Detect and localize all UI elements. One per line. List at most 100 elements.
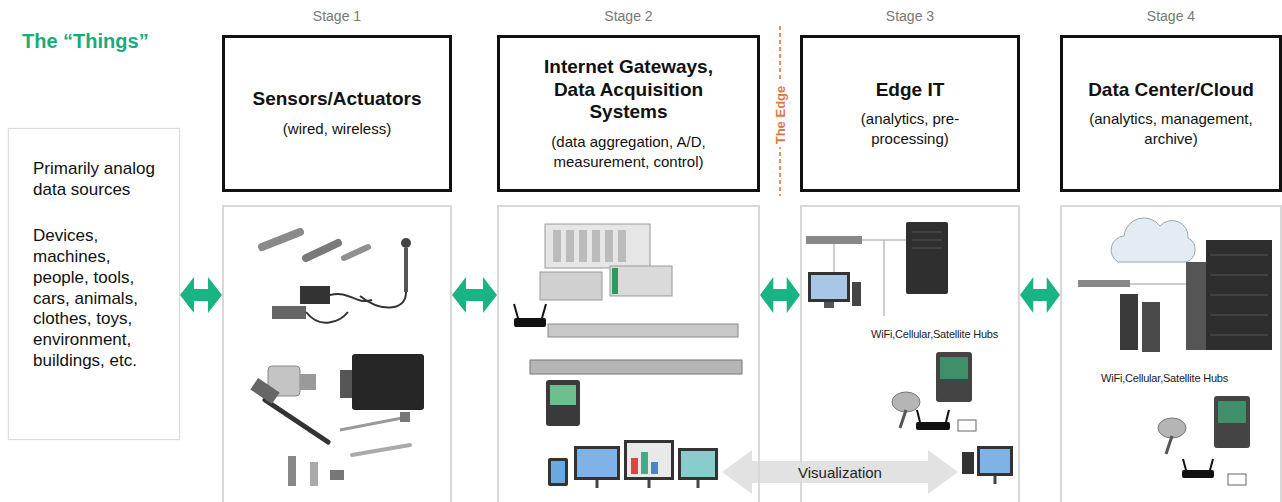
- daq-hardware-part: [550, 385, 576, 405]
- daq-hardware-part: [545, 224, 650, 268]
- edge-it-hardware-part: [892, 392, 920, 412]
- cloud-datacenter-part: [1218, 401, 1246, 423]
- edge-it-hardware: [806, 222, 976, 431]
- sensor-icons-part: [265, 400, 328, 442]
- box-content: Data Center/Cloud (analytics, management,…: [1063, 73, 1279, 155]
- edge-it-hardware-part: [940, 357, 968, 379]
- daq-hardware-part: [548, 324, 738, 337]
- edge-it-hardware-part: [824, 302, 834, 308]
- edge-it-hardware-part: [946, 410, 949, 422]
- body-text: Devices, machines, people, tools, cars, …: [33, 226, 167, 371]
- stage-box: Edge IT(analytics, pre-processing): [800, 35, 1020, 192]
- visualization-screens-part: [980, 449, 1010, 473]
- stage-box: Sensors/Actuators(wired, wireless): [222, 35, 452, 192]
- device-panel: [800, 205, 1020, 502]
- stage-column: Stage 1 Sensors/Actuators(wired, wireless…: [222, 8, 452, 502]
- sensor-icons-part: [250, 378, 279, 404]
- group-heading: The “Things”: [22, 30, 149, 53]
- stage-column: Stage 3 Edge IT(analytics, pre-processing…: [800, 8, 1020, 502]
- stage-box: Internet Gateways, Data Acquisition Syst…: [497, 35, 760, 192]
- device-panel: [222, 205, 452, 502]
- daq-hardware: [514, 224, 742, 426]
- box-content: Edge IT(analytics, pre-processing): [837, 73, 983, 155]
- cloud-datacenter-part: [1111, 218, 1195, 262]
- cloud-datacenter-part: [1142, 302, 1160, 352]
- stage-subtitle: (analytics, management, archive): [1071, 109, 1271, 148]
- visualization-screens-part: [994, 476, 997, 484]
- boundary-label: The Edge: [773, 83, 788, 148]
- device-panel: [1060, 205, 1282, 502]
- visualization-screens-part: [596, 480, 599, 488]
- cloud-datacenter-part: [1078, 280, 1130, 287]
- edge-it-hardware-part: [834, 244, 835, 272]
- cloud-datacenter-part: [1210, 335, 1268, 336]
- cloud-datacenter-part: [1186, 262, 1208, 350]
- edge-it-hardware-part: [906, 222, 948, 294]
- stage-title: Sensors/Actuators: [253, 88, 422, 111]
- visualization-screens-part: [697, 480, 700, 488]
- stage-title: Data Center/Cloud: [1088, 79, 1254, 102]
- device-panel: [497, 205, 760, 502]
- sensor-icons-part: [306, 243, 338, 258]
- stage-label: Stage 3: [800, 8, 1020, 24]
- box-content: Sensors/Actuators(wired, wireless): [245, 82, 430, 144]
- sensor-icons-part: [401, 238, 411, 248]
- edge-it-hardware-part: [958, 420, 976, 431]
- daq-hardware-part: [566, 230, 574, 262]
- visualization-screens-part: [624, 440, 674, 480]
- visualization-screens-part: [574, 446, 620, 480]
- daq-hardware-part: [546, 380, 580, 426]
- sensor-icons-part: [404, 248, 408, 292]
- visualization-arrow: [722, 450, 958, 494]
- double-arrow: [760, 277, 800, 313]
- daq-hardware-part: [553, 230, 561, 262]
- sensor-icons-part: [306, 312, 348, 323]
- daq-hardware-part: [579, 230, 587, 262]
- cloud-datacenter-part: [1183, 459, 1186, 470]
- edge-it-hardware-part: [912, 248, 942, 249]
- stage-subtitle: (data aggregation, A/D, measurement, con…: [509, 132, 749, 171]
- cloud-datacenter-part: [1130, 284, 1186, 285]
- daq-hardware-part: [618, 230, 626, 262]
- stage-box: Data Center/Cloud (analytics, management,…: [1060, 35, 1282, 192]
- cloud-datacenter-part: [1158, 418, 1186, 438]
- visualization-screens-part: [548, 458, 568, 486]
- daq-hardware-part: [610, 266, 672, 296]
- cloud-datacenter-part: [1214, 396, 1250, 448]
- visualization-screens-part: [627, 443, 671, 477]
- sensor-icons-part: [330, 294, 372, 301]
- body-text: Primarily analog data sources: [33, 159, 167, 200]
- daq-hardware-part: [514, 318, 546, 327]
- cloud-datacenter: [1078, 218, 1272, 485]
- sensor-icons-part: [262, 232, 300, 247]
- edge-it-hardware-part: [806, 236, 862, 244]
- edge-it-hardware-part: [912, 240, 942, 241]
- cloud-datacenter-part: [1120, 294, 1138, 350]
- sensor-icons-part: [310, 462, 318, 486]
- flow-label: Visualization: [794, 464, 886, 481]
- edge-it-hardware-part: [852, 282, 861, 306]
- visualization-screens-part: [681, 451, 715, 477]
- sensor-icons: [250, 232, 424, 486]
- sensor-icons-part: [360, 292, 406, 308]
- sensor-icons-part: [344, 247, 368, 258]
- cloud-datacenter-part: [1210, 275, 1268, 276]
- sensor-icons-part: [340, 370, 354, 398]
- source-box: Primarily analog data sourcesDevices, ma…: [8, 128, 180, 440]
- cloud-datacenter-part: [1210, 459, 1213, 470]
- sensor-icons-part: [330, 470, 344, 480]
- cloud-datacenter-part: [1166, 436, 1172, 454]
- stage-label: Stage 4: [1060, 8, 1282, 24]
- sensor-icons-part: [352, 354, 424, 410]
- visualization-screens-part: [651, 462, 658, 474]
- edge-it-hardware-part: [912, 232, 942, 233]
- cloud-datacenter-part: [1210, 295, 1268, 296]
- visualization-screens-part: [577, 449, 617, 477]
- hub-label: WiFi,Cellular,Satellite Hubs: [870, 328, 999, 340]
- visualization-screens: [548, 440, 1013, 488]
- stage-title: Internet Gateways, Data Acquisition Syst…: [529, 56, 729, 124]
- double-arrow: [1020, 277, 1060, 313]
- double-arrow: [180, 277, 222, 313]
- stage-label: Stage 1: [222, 8, 452, 24]
